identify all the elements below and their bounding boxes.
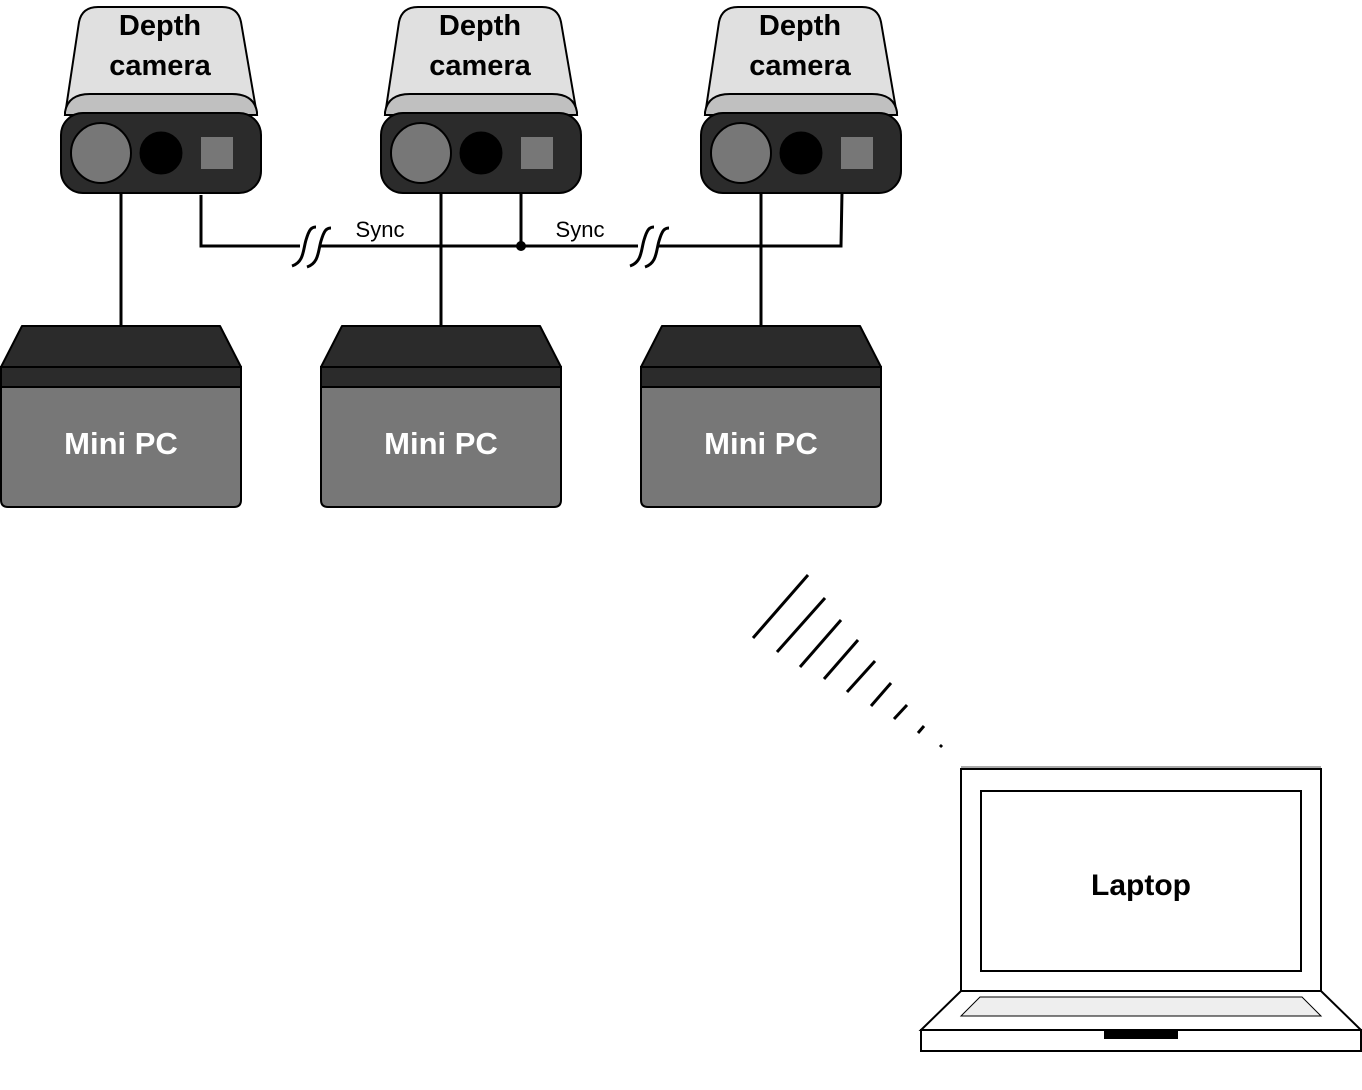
mini-pc-top-band xyxy=(320,366,562,388)
mini-pc-2: Mini PC xyxy=(320,325,562,508)
sync-label-1: Sync xyxy=(356,217,405,242)
camera-sensor-square xyxy=(521,137,553,169)
camera-lens-small xyxy=(139,131,183,175)
camera-pc-cables xyxy=(119,190,763,327)
camera-band xyxy=(384,93,578,116)
camera-band xyxy=(704,93,898,116)
mini-pc-1: Mini PC xyxy=(0,325,242,508)
laptop-label: Laptop xyxy=(1091,869,1191,902)
camera-sensor-square xyxy=(201,137,233,169)
camera-lens-large xyxy=(710,122,772,184)
mini-pc-top xyxy=(320,325,562,368)
laptop-screen xyxy=(980,790,1302,972)
mini-pc-top-band xyxy=(0,366,242,388)
sync-cable-right xyxy=(658,191,844,248)
camera-label-line1: Depth xyxy=(439,10,521,42)
sync-break-left xyxy=(291,225,332,269)
depth-camera-2: Depth camera xyxy=(380,6,582,194)
camera-band xyxy=(64,93,258,116)
camera-lens-small xyxy=(779,131,823,175)
depth-camera-1: Depth camera xyxy=(60,6,262,194)
mini-pc-top xyxy=(640,325,882,368)
mini-pc-label: Mini PC xyxy=(704,426,818,461)
mini-pc-label: Mini PC xyxy=(384,426,498,461)
camera-label-line2: camera xyxy=(109,50,211,82)
laptop-trackpad-notch xyxy=(1104,1031,1178,1039)
mini-pc-top xyxy=(0,325,242,368)
sync-label-2: Sync xyxy=(556,217,605,242)
sync-cable xyxy=(199,191,844,248)
camera-label-line1: Depth xyxy=(759,10,841,42)
mini-pc-3: Mini PC xyxy=(640,325,882,508)
sync-break-right xyxy=(629,225,670,269)
laptop-base-front xyxy=(920,1029,1362,1052)
camera-label-line1: Depth xyxy=(119,10,201,42)
laptop-keyboard xyxy=(959,996,1323,1017)
wireless-signal-icon xyxy=(751,574,944,749)
sync-junction-dot xyxy=(516,241,526,251)
camera-lens-small xyxy=(459,131,503,175)
camera-lens-large xyxy=(70,122,132,184)
sync-cable-left xyxy=(199,195,300,248)
depth-camera-3: Depth camera xyxy=(700,6,902,194)
mini-pc-top-band xyxy=(640,366,882,388)
camera-sensor-square xyxy=(841,137,873,169)
camera-lens-large xyxy=(390,122,452,184)
mini-pc-body xyxy=(320,386,562,508)
mini-pc-label: Mini PC xyxy=(64,426,178,461)
laptop: Laptop xyxy=(918,766,1362,1052)
camera-label-line2: camera xyxy=(429,50,531,82)
camera-label-line2: camera xyxy=(749,50,851,82)
mini-pc-body xyxy=(0,386,242,508)
mini-pc-body xyxy=(640,386,882,508)
